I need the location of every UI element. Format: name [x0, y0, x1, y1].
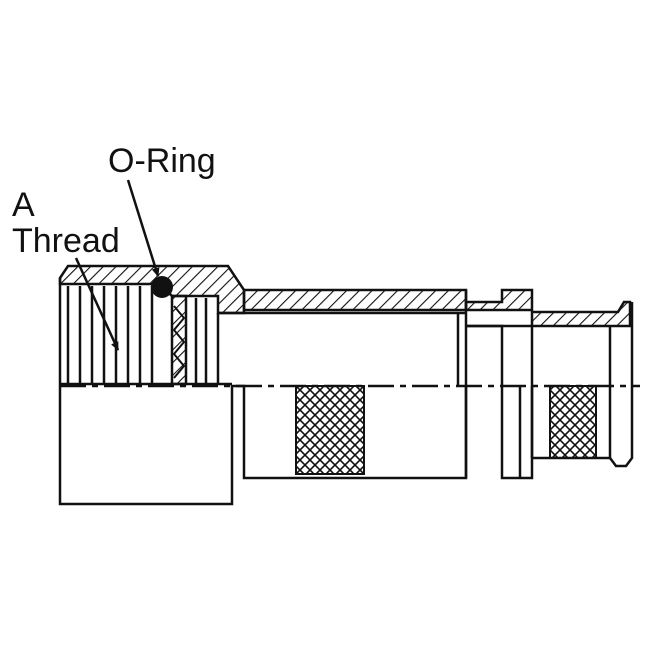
hatched-sections — [58, 264, 632, 386]
body-wall — [242, 288, 468, 312]
o-ring-leader — [126, 179, 160, 277]
knurl-band-tail — [549, 385, 597, 459]
thread-leader — [74, 257, 120, 351]
o-ring-icon — [151, 276, 173, 298]
thread-lines — [66, 286, 208, 384]
thread-letter-label: A — [12, 186, 35, 224]
knurling — [295, 385, 597, 475]
step-wall — [464, 288, 534, 312]
o-ring-label: O-Ring — [108, 142, 216, 180]
knurl-band-main — [295, 385, 365, 475]
seal-zigzag — [172, 305, 186, 379]
tail-wall — [530, 300, 632, 328]
thread-word-label: Thread — [12, 222, 120, 260]
